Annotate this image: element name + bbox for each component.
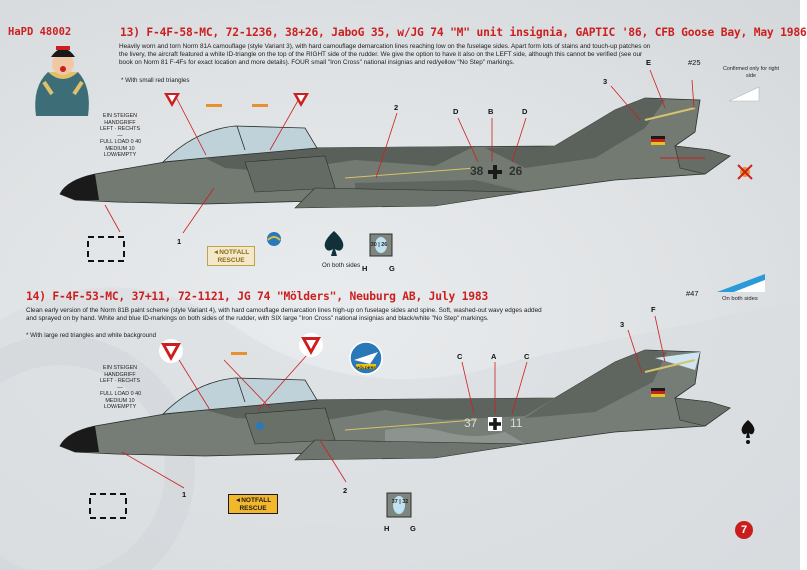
spade-insignia <box>324 231 344 256</box>
serial-left-14: 37 <box>464 416 478 430</box>
rescue14-line1: NOTFALL <box>241 497 272 504</box>
callout-h-14: H <box>384 524 390 533</box>
ace-of-spades-marker <box>741 420 755 444</box>
callout-f: F <box>651 305 656 314</box>
rescue-arrow-glyph: ◄ <box>212 249 220 256</box>
callout-3: 3 <box>603 77 608 86</box>
tail-code-14: #47 <box>686 289 699 298</box>
rescue-arrow-glyph-14: ◄ <box>234 497 242 504</box>
section13-title: 13) F-4F-58-MC, 72-1236, 38+26, JaboG 35… <box>120 26 807 39</box>
callout-g-14: G <box>410 524 416 533</box>
section13-note: * With small red triangles <box>121 77 190 84</box>
id-stripe-14 <box>717 274 765 292</box>
confirmed-note: Confirmed only for right side <box>722 66 780 79</box>
hg-panel-13 <box>369 233 393 257</box>
page-number: 7 <box>735 521 753 539</box>
callout-2: 2 <box>394 103 399 112</box>
aircraft13-profile <box>59 97 731 209</box>
callout-c-right: C <box>524 352 530 361</box>
callout-c-left: C <box>457 352 463 361</box>
unit-roundel-13 <box>267 232 281 246</box>
callout-3-14: 3 <box>620 320 625 329</box>
orange-marking-14 <box>231 352 247 355</box>
section14-note: * With large red triangles and white bac… <box>26 332 157 339</box>
callout-e: E <box>646 58 652 67</box>
callout-b: B <box>488 107 494 116</box>
callout-1-14: 1 <box>182 490 187 499</box>
rescue14-line2: RESCUE <box>239 505 267 512</box>
no-step-triangle-14-1 <box>159 339 183 363</box>
callout-d-left: D <box>453 107 459 116</box>
callout-g: G <box>389 264 395 273</box>
spade-note: On both sides <box>322 262 361 269</box>
panel-outline-14 <box>89 493 127 519</box>
callout-a: A <box>491 352 497 361</box>
hg-panel-13-label: 30 | 26 <box>370 242 388 248</box>
tail-code-13: #25 <box>688 58 701 67</box>
stencil-block-14: EIN STEIGEN HANDGRIFF LEFT · RECHTS — FU… <box>100 365 142 410</box>
mascot-figure <box>35 46 89 116</box>
callout-2-14: 2 <box>343 486 348 495</box>
section14-description: Clean early version of the Norm 81B pain… <box>26 307 542 322</box>
no-step-triangle-1 <box>164 93 180 107</box>
serial-right: 26 <box>509 164 523 178</box>
no-step-triangle-2 <box>293 93 309 107</box>
serial-left: 38 <box>470 164 484 178</box>
aircraft14-profile <box>59 349 731 461</box>
serial-right-14: 11 <box>510 416 523 430</box>
molders-badge-text: MÖLDERS <box>356 365 376 370</box>
rescue-line2: RESCUE <box>217 257 245 264</box>
rescue-line1: NOTFALL <box>219 249 250 256</box>
no-step-triangle-14-2 <box>299 333 323 357</box>
product-code: HaPD 48002 <box>8 26 72 38</box>
stencil-block-13: EIN STEIGEN HANDGRIFF LEFT · RECHTS — FU… <box>100 113 142 158</box>
callout-d-right: D <box>522 107 528 116</box>
not-used-mark <box>737 164 753 180</box>
hg-panel-14-label: 37 | 32 <box>391 499 409 505</box>
orange-marking-2 <box>252 104 268 107</box>
callout-h: H <box>362 264 368 273</box>
white-id-triangle <box>728 86 760 102</box>
molders-badge <box>349 341 383 375</box>
section14-title: 14) F-4F-53-MC, 37+11, 72-1121, JG 74 "M… <box>26 290 489 303</box>
hg-panel-14 <box>386 492 412 518</box>
section13-description: Heavily worn and torn Norm 81A camouflag… <box>119 43 651 66</box>
orange-marking-1 <box>206 104 222 107</box>
callout-1: 1 <box>177 237 182 246</box>
both-sides-note-14: On both sides <box>722 296 758 302</box>
